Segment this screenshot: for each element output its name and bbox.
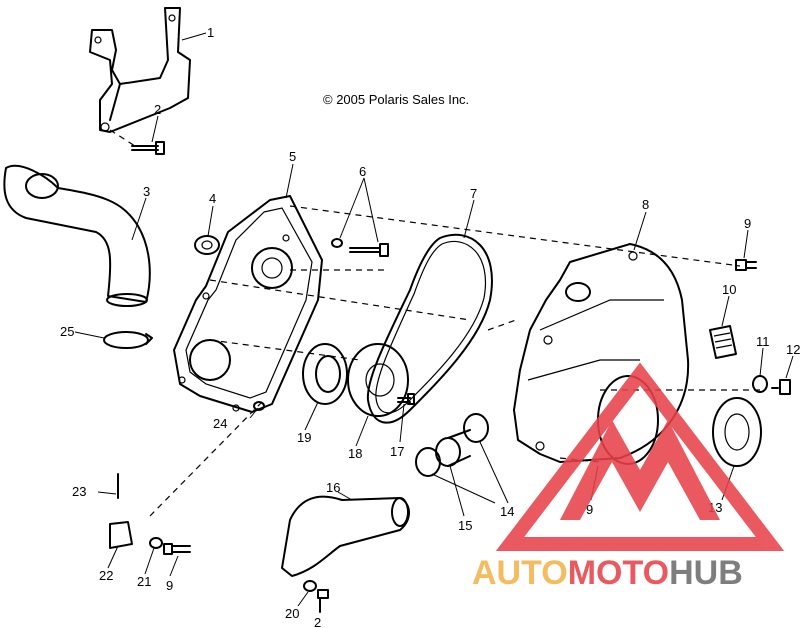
callout-7: 7 [470,186,477,201]
watermark-text-hub: HUB [669,554,743,592]
callout-11: 11 [756,334,770,349]
callout-6: 6 [359,164,366,179]
part-20-washer [303,580,317,592]
callout-22: 22 [99,568,113,583]
callout-9-center: 9 [586,502,593,517]
callout-8: 8 [642,197,649,212]
callout-16: 16 [326,480,340,495]
callout-20: 20 [285,606,299,621]
callout-5: 5 [289,149,296,164]
part-13-cover [712,397,762,467]
callout-10: 10 [722,282,736,297]
callout-25: 25 [60,324,74,339]
copyright-text: © 2005 Polaris Sales Inc. [323,92,469,107]
callout-15: 15 [458,518,472,533]
part-21-washer [149,537,163,549]
callout-21: 21 [137,574,151,589]
callout-19: 19 [297,430,311,445]
part-16-duct [281,495,410,577]
part-10-decal [709,325,737,359]
watermark-logo: AUTOMOTOHUB [472,362,785,592]
part-2-bolt-bottom [317,589,329,613]
part-22-bracket [109,521,133,549]
callout-14: 14 [500,504,514,519]
callout-1: 1 [207,25,214,40]
part-9-bolt-right [735,259,757,271]
callout-12: 12 [786,342,800,357]
callout-9-right: 9 [744,216,751,231]
part-18-plate [347,343,409,417]
callout-4: 4 [209,191,216,206]
svg-text:AUTOMOTOHUB: AUTOMOTOHUB [472,554,743,592]
part-14-clamps [415,413,489,477]
part-1-bracket [89,7,191,133]
callout-9-left: 9 [166,578,173,593]
callout-18: 18 [348,446,362,461]
part-15-bushing [435,429,471,467]
part-25-clamp [103,331,153,349]
part-24-washer [253,401,265,411]
part-7-belt [366,233,493,424]
watermark-text-auto: AUTO [472,554,568,592]
part-17-screw [397,393,415,405]
part-5-plate [173,195,323,413]
part-19-seal [302,343,348,405]
callout-23: 23 [72,484,86,499]
leader-lines [74,32,794,607]
callout-2: 2 [154,102,161,117]
callout-2-bottom: 2 [314,615,321,628]
callouts: 1 2 3 4 5 6 7 8 9 10 11 12 13 14 15 16 1… [60,25,800,628]
part-12-bolt [771,379,791,395]
callout-3: 3 [143,184,150,199]
part-4-washer [194,235,220,255]
callout-24: 24 [213,416,227,431]
callout-17: 17 [390,444,404,459]
part-9-bolt-left [163,543,191,555]
watermark-text-moto: MOTO [568,554,669,592]
part-3-duct [3,165,151,307]
part-6-bolt [331,238,389,257]
part-2-bolt [109,129,165,155]
